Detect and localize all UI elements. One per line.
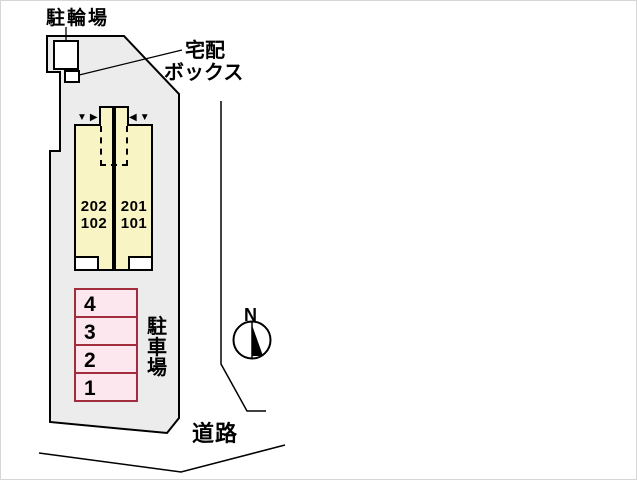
unit-right-upper: 201 bbox=[120, 198, 148, 215]
parking-stall-2-number: 2 bbox=[84, 349, 96, 372]
road-edge-bottom bbox=[38, 444, 286, 473]
road-label: 道路 bbox=[192, 421, 238, 446]
bicycle-parking-box bbox=[53, 40, 79, 70]
parking-stall-4-number: 4 bbox=[84, 293, 96, 316]
unit-left-lower: 102 bbox=[80, 215, 108, 232]
entrance-marker-left-icon: ▼▶ bbox=[77, 112, 101, 123]
parking-stall-3-number: 3 bbox=[84, 321, 96, 344]
bicycle-parking-label: 駐輪場 bbox=[46, 6, 109, 29]
unit-right-lower: 101 bbox=[120, 215, 148, 232]
unit-left-label: 202 102 bbox=[75, 198, 113, 232]
parking-stall-1: 1 bbox=[74, 372, 138, 402]
parking-lot-label: 駐車場 bbox=[147, 316, 167, 379]
entrance-right bbox=[128, 256, 153, 271]
parking-stall-3: 3 bbox=[74, 316, 138, 346]
compass-north-label: N bbox=[244, 305, 257, 325]
parking-stall-4: 4 bbox=[74, 288, 138, 318]
entrance-marker-right-icon: ◀▼ bbox=[129, 112, 153, 123]
road-edge-right bbox=[220, 101, 266, 412]
compass-north-icon: N bbox=[232, 305, 272, 360]
parking-stall-1-number: 1 bbox=[84, 377, 96, 400]
entrance-left bbox=[74, 256, 99, 271]
delivery-leader-line bbox=[70, 49, 183, 78]
unit-left-upper: 202 bbox=[80, 198, 108, 215]
delivery-box-label-line1: 宅配 bbox=[185, 38, 225, 62]
parking-stalls: 4 3 2 1 bbox=[74, 288, 138, 402]
delivery-box bbox=[64, 70, 80, 83]
unit-right-label: 201 101 bbox=[115, 198, 153, 232]
building-unit-divider bbox=[112, 106, 116, 271]
delivery-box-label-line2: ボックス bbox=[164, 61, 243, 84]
parking-stall-2: 2 bbox=[74, 344, 138, 374]
